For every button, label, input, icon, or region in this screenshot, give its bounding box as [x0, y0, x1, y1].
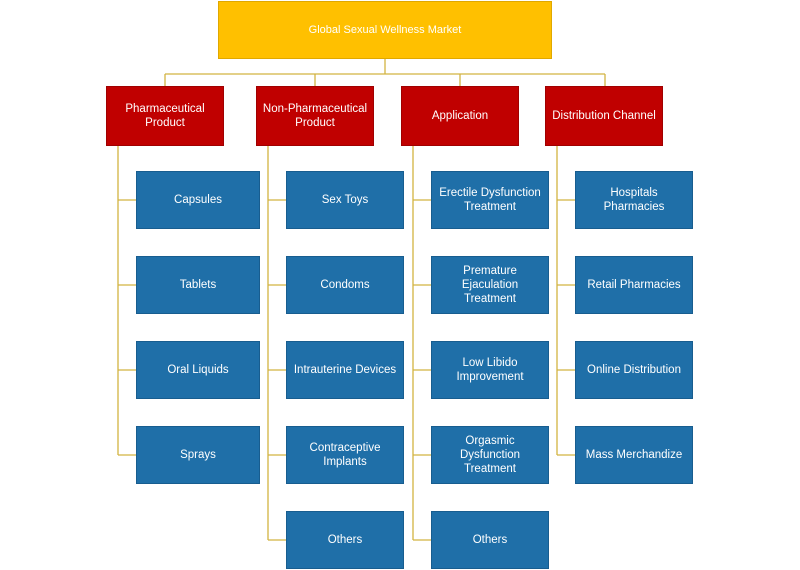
leaf-label: Premature Ejaculation Treatment	[461, 265, 519, 305]
category-label: Non-Pharmaceutical Product	[262, 103, 368, 129]
leaf-label: Intrauterine Devices	[293, 364, 397, 376]
leaf-node: Condoms	[286, 256, 404, 314]
leaf-node: Contraceptive Implants	[286, 426, 404, 484]
leaf-node: Low Libido Improvement	[431, 341, 549, 399]
leaf-node: Sex Toys	[286, 171, 404, 229]
leaf-label: Hospitals Pharmacies	[603, 187, 665, 213]
leaf-node: Premature Ejaculation Treatment	[431, 256, 549, 314]
category-label: Distribution Channel	[552, 110, 656, 122]
leaf-label: Online Distribution	[587, 364, 681, 376]
leaf-node: Oral Liquids	[136, 341, 260, 399]
leaf-label: Sex Toys	[321, 194, 369, 206]
leaf-node: Mass Merchandize	[575, 426, 693, 484]
leaf-label: Tablets	[179, 279, 217, 291]
leaf-label: Others	[327, 534, 363, 546]
leaf-label: Orgasmic Dysfunction Treatment	[459, 435, 521, 475]
leaf-node: Retail Pharmacies	[575, 256, 693, 314]
leaf-label: Sprays	[180, 449, 216, 461]
leaf-node: Intrauterine Devices	[286, 341, 404, 399]
leaf-label: Low Libido Improvement	[456, 357, 524, 383]
leaf-node: Erectile Dysfunction Treatment	[431, 171, 549, 229]
leaf-node: Orgasmic Dysfunction Treatment	[431, 426, 549, 484]
root-label: Global Sexual Wellness Market	[308, 24, 462, 36]
leaf-label: Retail Pharmacies	[587, 279, 681, 291]
category-label: Application	[431, 110, 489, 122]
category-pharmaceutical-product: Pharmaceutical Product	[106, 86, 224, 146]
root-node: Global Sexual Wellness Market	[218, 1, 552, 59]
category-non-pharmaceutical-product: Non-Pharmaceutical Product	[256, 86, 374, 146]
leaf-node: Hospitals Pharmacies	[575, 171, 693, 229]
leaf-node: Others	[431, 511, 549, 569]
category-distribution-channel: Distribution Channel	[545, 86, 663, 146]
leaf-label: Capsules	[174, 194, 222, 206]
leaf-label: Mass Merchandize	[585, 449, 683, 461]
leaf-label: Condoms	[320, 279, 370, 291]
category-application: Application	[401, 86, 519, 146]
leaf-label: Others	[472, 534, 508, 546]
leaf-node: Capsules	[136, 171, 260, 229]
leaf-label: Erectile Dysfunction Treatment	[439, 187, 541, 213]
leaf-node: Tablets	[136, 256, 260, 314]
category-label: Pharmaceutical Product	[125, 103, 205, 129]
leaf-label: Oral Liquids	[167, 364, 229, 376]
leaf-label: Contraceptive Implants	[309, 442, 381, 468]
leaf-node: Online Distribution	[575, 341, 693, 399]
leaf-node: Others	[286, 511, 404, 569]
leaf-node: Sprays	[136, 426, 260, 484]
